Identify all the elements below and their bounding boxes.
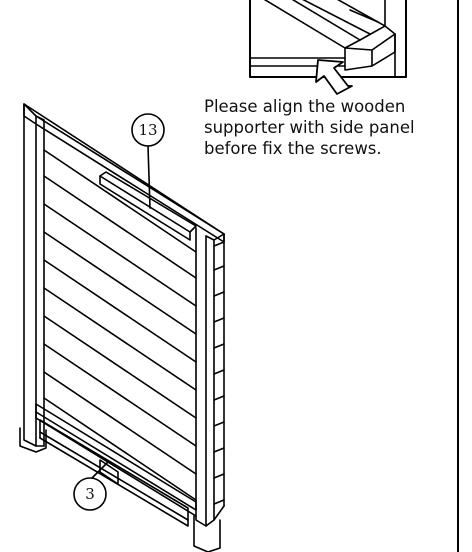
callout-13-label: 13: [138, 121, 157, 139]
align-arrow: [315, 59, 353, 95]
instruction-line-3: before fix the screws.: [204, 139, 382, 158]
callout-13: [131, 113, 165, 209]
detail-inset: [249, 0, 407, 95]
callout-3: [73, 461, 109, 511]
instruction-line-1: Please align the wooden: [204, 97, 406, 116]
instruction-note: Please align the wooden supporter with s…: [204, 96, 466, 159]
side-panel: [19, 103, 225, 552]
instruction-line-2: supporter with side panel: [204, 118, 415, 137]
callout-3-label: 3: [85, 485, 95, 503]
